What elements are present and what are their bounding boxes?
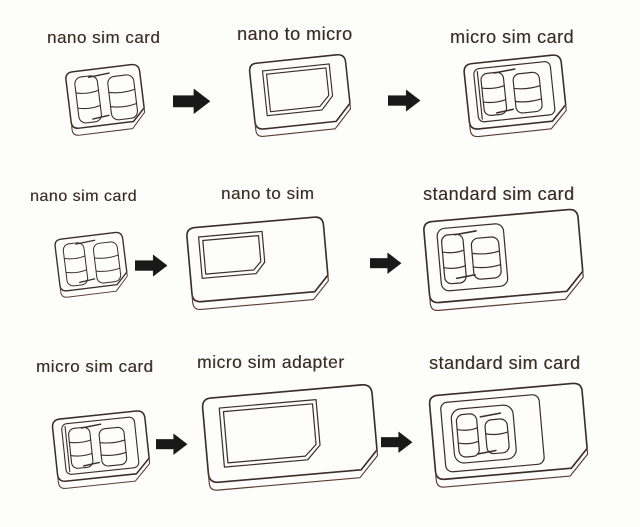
- row3-source-label: micro sim card: [36, 357, 154, 376]
- standard-sim-card-figure: [428, 382, 589, 488]
- arrow-right-icon: [156, 433, 188, 455]
- arrow-right-icon: [173, 88, 211, 115]
- row1-source-label: nano sim card: [47, 28, 161, 47]
- arrow-right-icon: [370, 252, 402, 274]
- row1-adapter-label: nano to micro: [237, 24, 353, 44]
- micro-sim-card-figure: [51, 410, 151, 489]
- nano-to-micro-adapter-figure: [248, 53, 352, 137]
- nano-sim-card-figure: [54, 231, 128, 298]
- row2-result-label: standard sim card: [423, 184, 575, 204]
- micro-sim-card-figure: [463, 54, 567, 138]
- nano-to-sim-adapter-figure: [186, 216, 329, 311]
- nano-sim-card-figure: [65, 63, 146, 136]
- row3-adapter-label: micro sim adapter: [197, 352, 345, 372]
- row3-result-label: standard sim card: [429, 353, 581, 373]
- arrow-right-icon: [381, 431, 413, 453]
- row2-adapter-label: nano to sim: [221, 184, 315, 203]
- arrow-right-icon: [135, 254, 168, 277]
- row2-source-label: nano sim card: [30, 188, 137, 205]
- arrow-right-icon: [388, 89, 421, 112]
- micro-sim-adapter-figure: [201, 384, 379, 491]
- standard-sim-card-figure: [423, 208, 584, 312]
- row1-result-label: micro sim card: [450, 27, 575, 47]
